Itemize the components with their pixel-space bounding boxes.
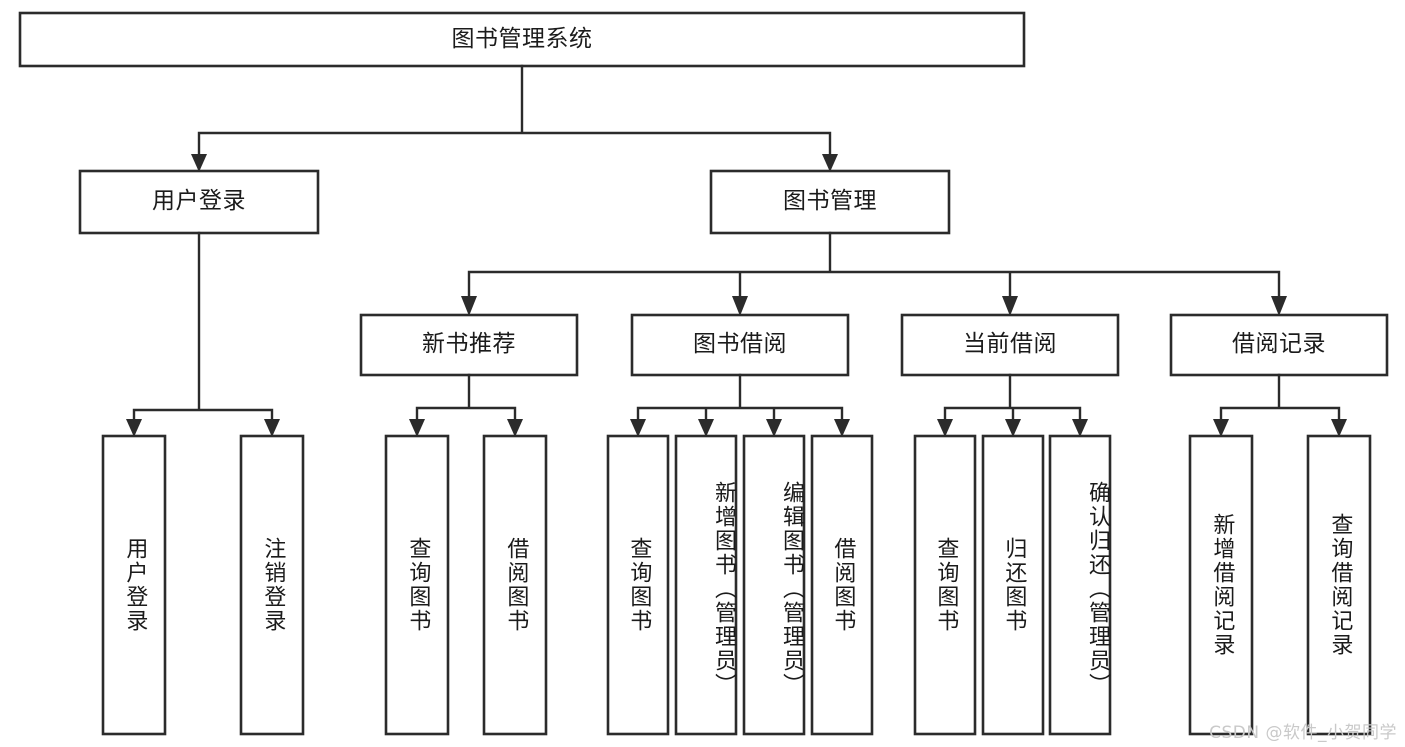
arrow-to-leaf-query-book-2 (630, 419, 646, 437)
connector-new-book (415, 373, 517, 425)
node-box-user-login[interactable] (78, 169, 320, 235)
leaf-box-query-book-2[interactable] (606, 434, 670, 736)
leaf-box-user-login[interactable] (101, 434, 167, 736)
arrow-to-leaf-add-book (698, 419, 714, 437)
arrow-to-leaf-borrow-book-1 (507, 419, 523, 437)
leaf-box-edit-book[interactable] (742, 434, 806, 736)
leaf-box-add-record[interactable] (1188, 434, 1254, 736)
arrow-to-leaf-logout (264, 419, 280, 437)
arrow-to-current-borrow (1002, 296, 1018, 316)
leaf-box-query-book-3[interactable] (913, 434, 977, 736)
connector-root (197, 64, 832, 160)
arrow-to-leaf-query-book-3 (937, 419, 953, 437)
node-box-root[interactable] (18, 11, 1026, 68)
leaf-box-logout[interactable] (239, 434, 305, 736)
connector-user-login (132, 231, 274, 425)
arrow-to-leaf-user-login (126, 419, 142, 437)
connector-current-borrow (943, 373, 1082, 425)
arrow-to-new-book (461, 296, 477, 316)
leaf-box-add-book[interactable] (674, 434, 738, 736)
connector-book-manage (467, 231, 1281, 302)
arrow-to-user-login (191, 154, 207, 172)
node-box-book-borrow[interactable] (630, 313, 850, 377)
node-box-current-borrow[interactable] (900, 313, 1120, 377)
arrow-to-leaf-confirm-return (1072, 419, 1088, 437)
arrow-to-leaf-query-book-1 (409, 419, 425, 437)
node-box-new-book[interactable] (359, 313, 579, 377)
leaf-box-return-book[interactable] (981, 434, 1045, 736)
arrow-to-leaf-query-record (1331, 419, 1347, 437)
leaf-box-query-book-1[interactable] (384, 434, 450, 736)
leaf-box-confirm-return[interactable] (1048, 434, 1112, 736)
connector-book-borrow (636, 373, 844, 425)
connector-borrow-record (1219, 373, 1341, 425)
arrow-to-leaf-edit-book (766, 419, 782, 437)
node-box-book-manage[interactable] (709, 169, 951, 235)
arrow-to-book-manage (822, 154, 838, 172)
arrow-to-borrow-record (1271, 296, 1287, 316)
arrow-to-leaf-borrow-book-2 (834, 419, 850, 437)
leaf-box-query-record[interactable] (1306, 434, 1372, 736)
node-box-borrow-record[interactable] (1169, 313, 1389, 377)
arrow-to-book-borrow (732, 296, 748, 316)
arrow-to-leaf-return-book (1005, 419, 1021, 437)
leaf-box-borrow-book-2[interactable] (810, 434, 874, 736)
leaf-box-borrow-book-1[interactable] (482, 434, 548, 736)
arrow-to-leaf-add-record (1213, 419, 1229, 437)
